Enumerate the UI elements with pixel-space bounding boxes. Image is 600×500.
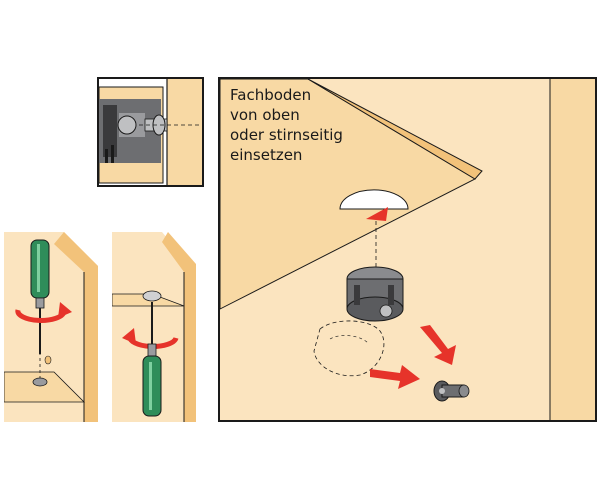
step-screw-cam-panel [112,232,196,422]
caption-line-3: oder stirnseitig [230,126,343,144]
step-screw-cam-drawing [112,232,196,422]
cam-fitting-icon [346,266,404,322]
insert-arrow-icon [366,207,388,221]
insert-arrow-icon [370,365,420,389]
detail-inset-panel [97,77,204,187]
caption-line-4: einsetzen [230,146,303,164]
step-screw-dowel-drawing [4,232,98,422]
step-screw-dowel-panel [4,232,98,422]
instruction-caption: Fachboden von oben oder stirnseitig eins… [230,85,343,165]
cross-section-drawing [99,79,202,185]
cam-fitting-icon [142,290,162,302]
screwdriver-icon [142,343,162,417]
dowel-icon [433,380,470,402]
insert-arrow-icon [420,325,456,365]
dowel-icon [32,377,48,387]
caption-line-2: von oben [230,106,300,124]
main-assembly-drawing [220,79,595,420]
caption-line-1: Fachboden [230,86,312,104]
main-instruction-panel: Fachboden von oben oder stirnseitig eins… [218,77,597,422]
screwdriver-icon [30,239,50,354]
